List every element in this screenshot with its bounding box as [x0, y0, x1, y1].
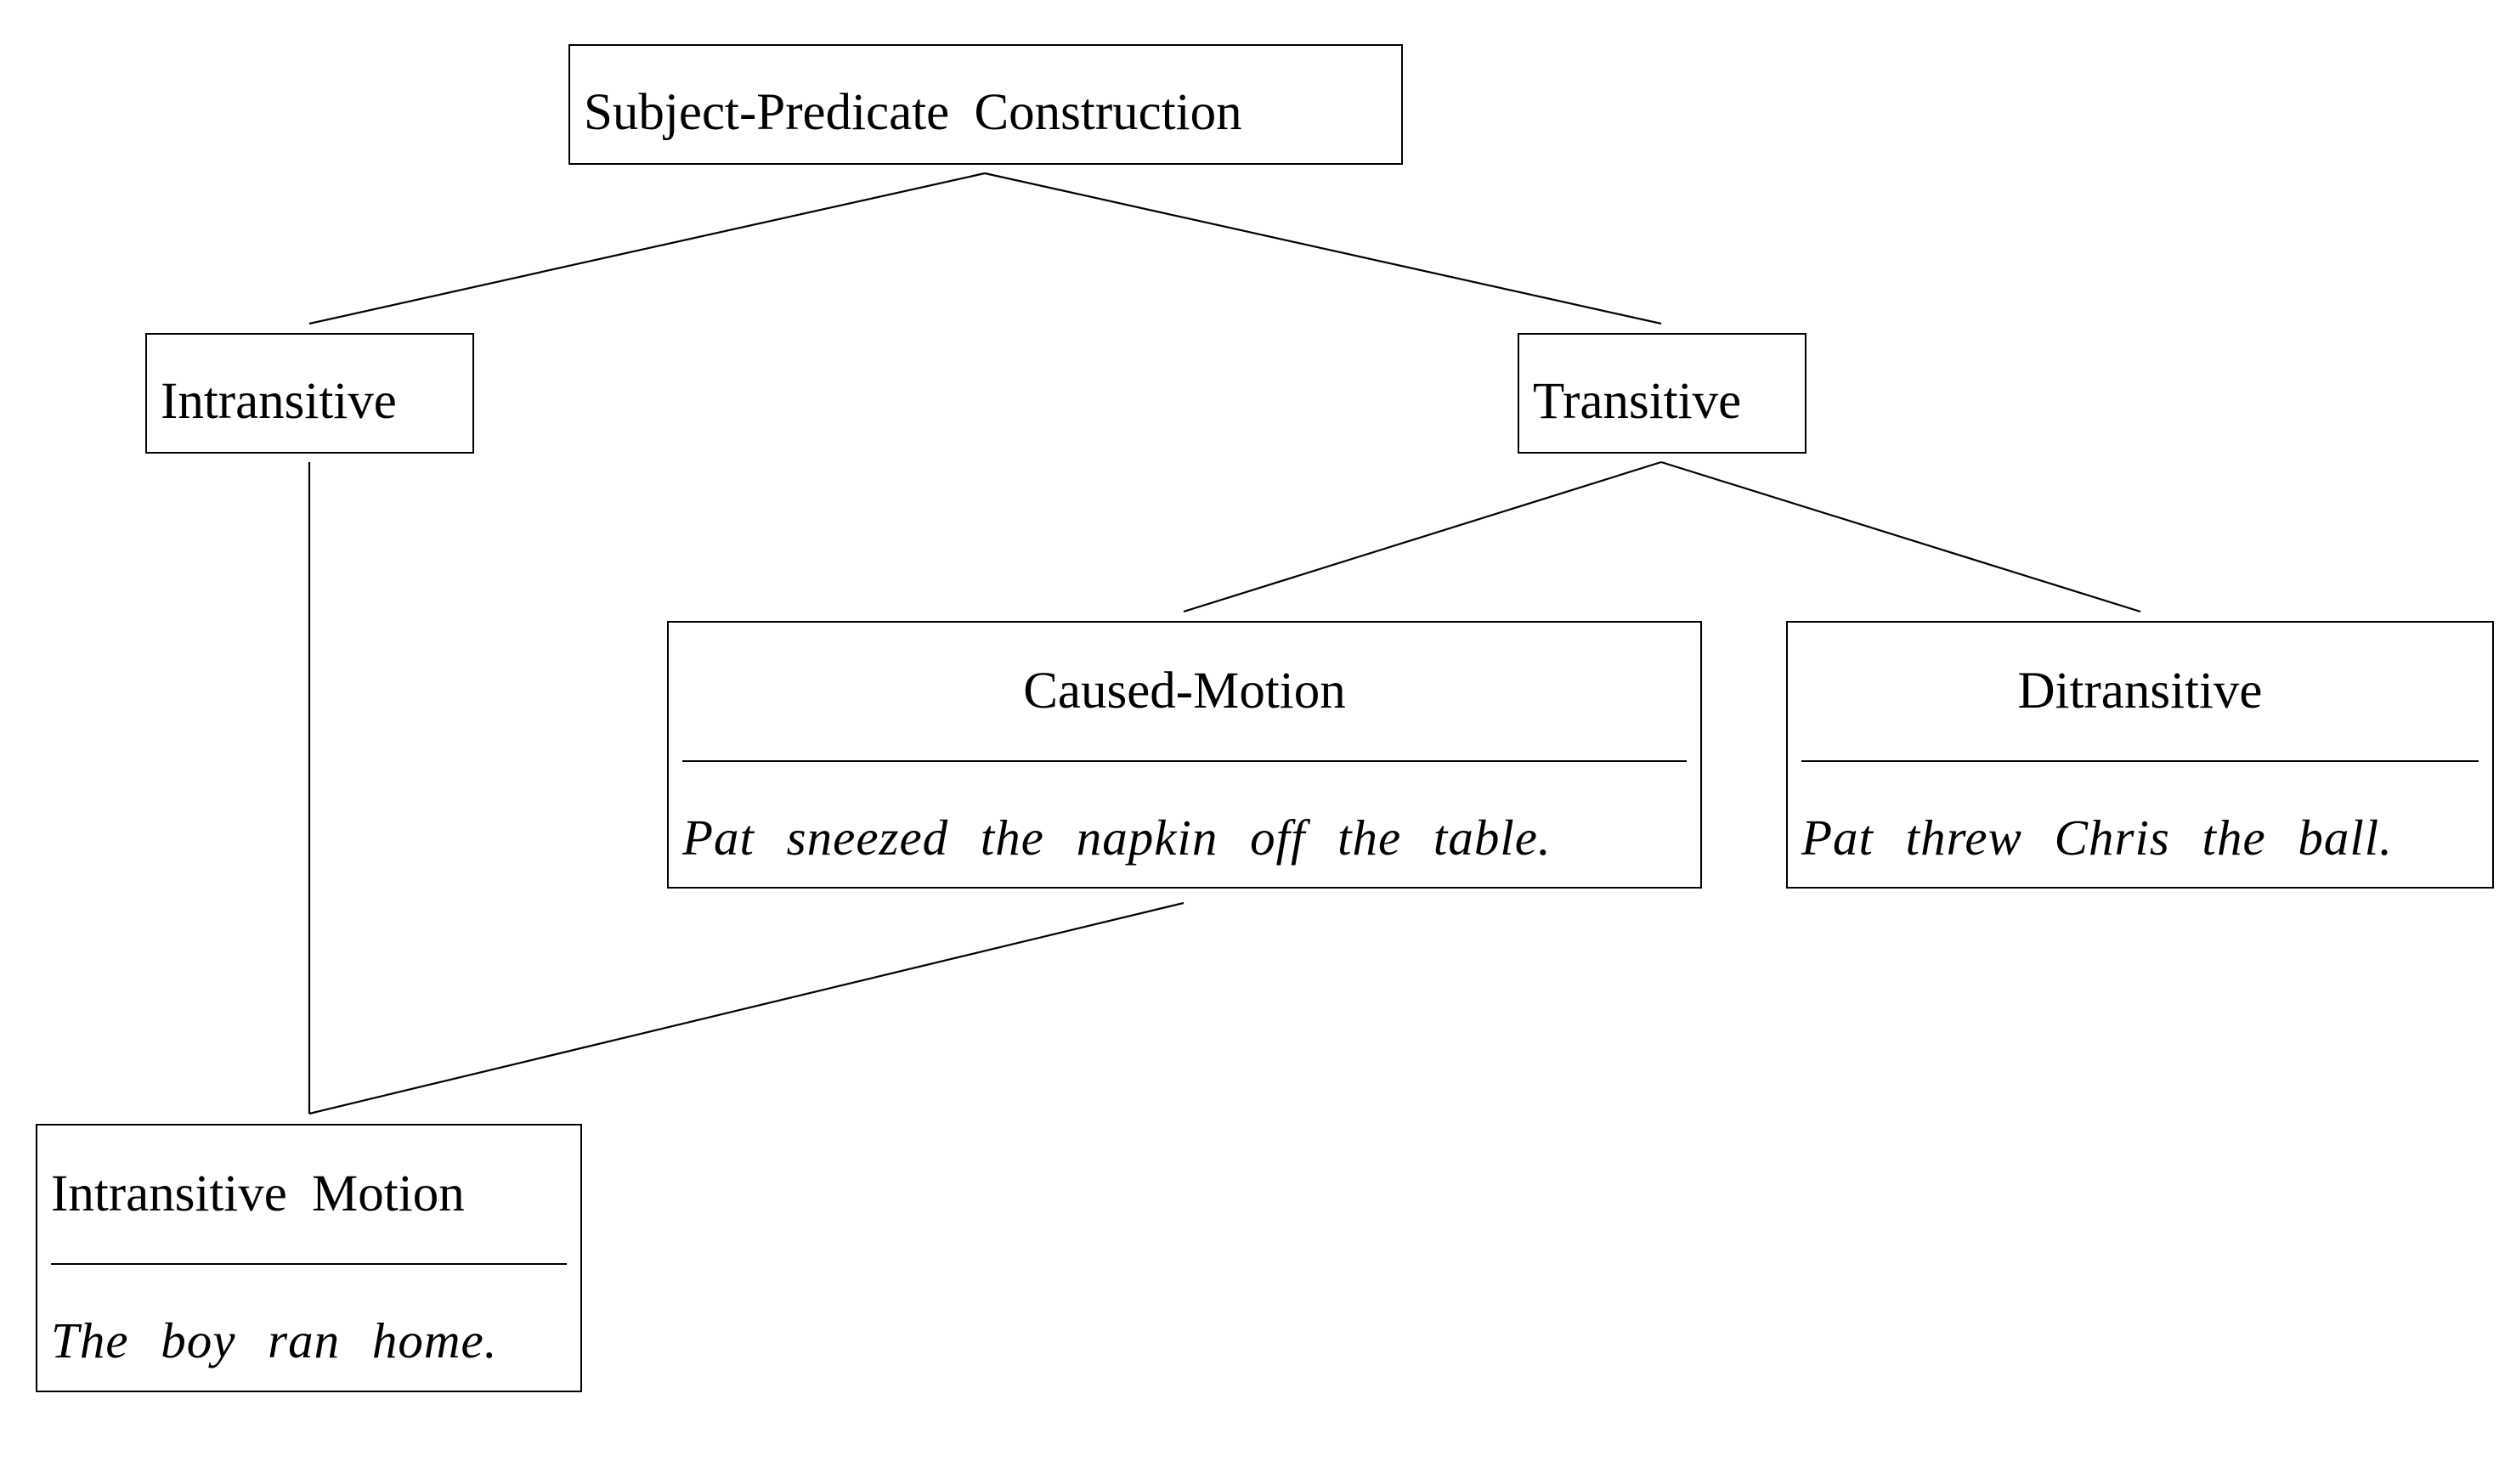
edge-caused-motion-to-intransitive-motion — [308, 901, 1184, 1115]
edge-subject-predicate-to-transitive — [984, 172, 1662, 325]
node-title: Transitive — [1533, 373, 1742, 430]
node-ditransitive: Ditransitive Pat threw Chris the ball. — [1786, 621, 2494, 889]
node-intransitive: Intransitive — [145, 333, 474, 454]
node-divider — [51, 1263, 567, 1265]
node-subject-predicate-construction: Subject-Predicate Construction — [568, 44, 1403, 165]
node-divider — [1801, 760, 2479, 762]
edge-transitive-to-ditransitive — [1660, 460, 2141, 613]
node-divider — [682, 760, 1687, 762]
edge-subject-predicate-to-intransitive — [308, 172, 986, 325]
example-sentence: The boy ran home. — [51, 1312, 498, 1368]
node-title: Subject-Predicate Construction — [584, 84, 1242, 141]
node-title: Intransitive Motion — [51, 1165, 465, 1222]
node-title: Caused-Motion — [1023, 663, 1346, 719]
edge-transitive-to-caused-motion — [1183, 460, 1662, 613]
example-sentence: Pat threw Chris the ball. — [1801, 810, 2393, 866]
node-title: Ditransitive — [2017, 663, 2263, 719]
node-transitive: Transitive — [1518, 333, 1806, 454]
node-intransitive-motion: Intransitive Motion The boy ran home. — [36, 1124, 582, 1392]
node-caused-motion: Caused-Motion Pat sneezed the napkin off… — [667, 621, 1702, 889]
node-title: Intransitive — [161, 373, 397, 430]
example-sentence: Pat sneezed the napkin off the table. — [682, 810, 1552, 866]
